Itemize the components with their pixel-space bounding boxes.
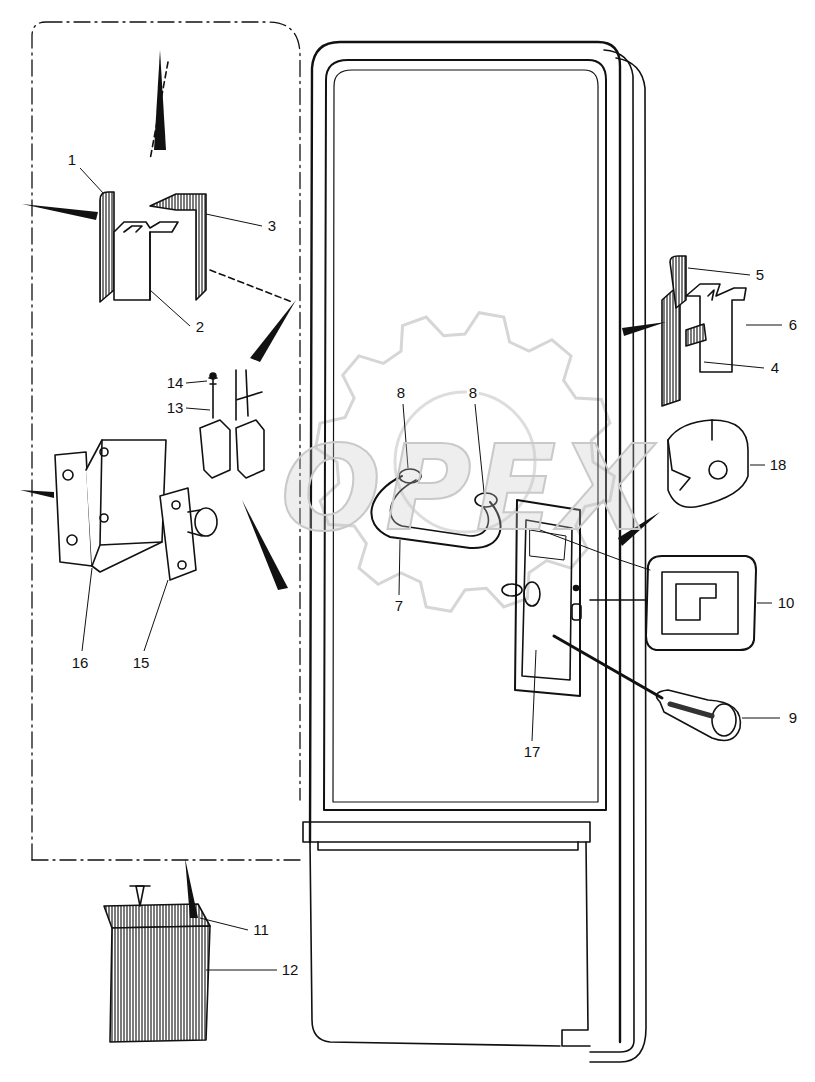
- opening-outline: [32, 22, 300, 860]
- callout-number: 2: [194, 319, 206, 336]
- leader-lines: [80, 168, 782, 970]
- callout-number: 17: [522, 744, 543, 761]
- door: [303, 42, 646, 1062]
- callout-number: 6: [787, 317, 799, 334]
- callout-number: 16: [70, 655, 91, 672]
- callout-number: 8: [467, 385, 479, 402]
- callout-number: 3: [266, 218, 278, 235]
- callout-number: 15: [131, 655, 152, 672]
- callout-number: 10: [776, 595, 797, 612]
- callout-number: 1: [66, 152, 78, 169]
- watermark: OPEX: [281, 429, 655, 547]
- callout-number: 12: [280, 962, 301, 979]
- callout-number: 11: [251, 922, 271, 939]
- callout-number: 8: [395, 385, 407, 402]
- callout-number: 9: [787, 710, 799, 727]
- callout-number: 5: [754, 267, 766, 284]
- callout-number: 4: [769, 360, 781, 377]
- callout-number: 18: [768, 457, 789, 474]
- callout-number: 13: [165, 400, 186, 417]
- callout-number: 7: [393, 598, 405, 615]
- callout-number: 14: [165, 375, 186, 392]
